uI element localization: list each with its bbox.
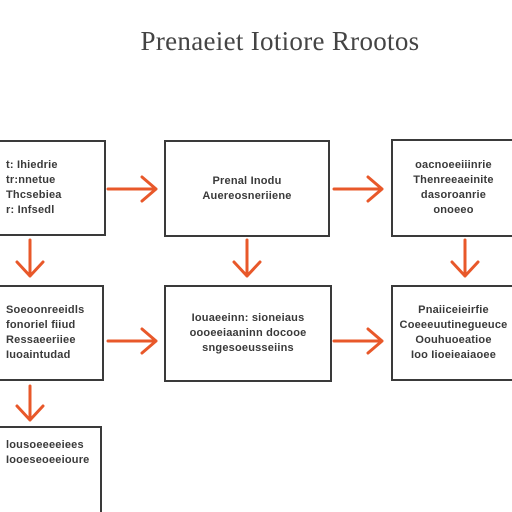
box-text-line: oooeeiaaninn docooe	[189, 327, 307, 339]
box-text-line: onoeeo	[433, 204, 474, 216]
box-text-line: lousoeeeeiees	[6, 439, 84, 451]
box-text-line: Iuoaintudad	[6, 349, 71, 361]
diagram-title: Prenaeiet Iotiore Rrootos	[140, 26, 420, 56]
process-box-2: Prenal Inodu Auereosneriiene	[164, 140, 330, 237]
box-text-line: Ressaeeriiee	[6, 334, 76, 346]
process-box-5: Iouaeeinn: sioneiaus oooeeiaaninn docooe…	[164, 285, 332, 382]
box-text-line: Oouhuoeatioe	[415, 334, 492, 346]
process-box-1: t: Ihiedrie tr:nnetue Thcsebiea r: Infse…	[0, 140, 106, 236]
box-text-line: sngesoeusseiins	[202, 342, 294, 354]
arrow-down-col3	[450, 238, 480, 278]
box-text-line: Iouaeeinn: sioneiaus	[191, 312, 305, 324]
box-text-line: t: Ihiedrie	[6, 159, 58, 171]
box-text-line: r: Infsedl	[6, 204, 55, 216]
box-text-line: oacnoeeiiinrie	[415, 159, 492, 171]
arrow-down-col2	[232, 238, 262, 278]
box-text-line: Soeoonreeidls	[6, 304, 85, 316]
box-text-line: Pnaiiceieirfie	[418, 304, 489, 316]
process-box-3: oacnoeeiiinrie Thenreeaeinite dasoroanri…	[391, 139, 512, 237]
arrow-down-col1-b	[15, 384, 45, 422]
process-box-6: Pnaiiceieirfie Coeeeuutinegueuce Oouhuoe…	[391, 285, 512, 381]
process-box-4: Soeoonreeidls fonoriel fiiud Ressaeeriie…	[0, 285, 104, 381]
box-text-line: Prenal Inodu	[212, 174, 282, 187]
arrow-right-row1-b	[332, 175, 384, 203]
box-text-line: Ioo Iioeieaiaoee	[410, 349, 497, 361]
box-text-line: Thcsebiea	[6, 189, 62, 201]
box-text-line: Iooeseoeeioure	[6, 454, 90, 466]
arrow-right-row1-a	[106, 175, 158, 203]
box-text-line: tr:nnetue	[6, 174, 56, 186]
box-text-line: Coeeeuutinegueuce	[399, 319, 508, 331]
arrow-right-row2-a	[106, 327, 158, 355]
process-box-7: lousoeeeeiees Iooeseoeeioure	[0, 426, 102, 512]
box-text-line: fonoriel fiiud	[6, 319, 76, 331]
box-text-line: Thenreeaeinite	[413, 174, 494, 186]
arrow-right-row2-b	[332, 327, 384, 355]
arrow-down-col1-a	[15, 238, 45, 278]
box-text-line: dasoroanrie	[420, 189, 487, 201]
box-text-line: Auereosneriiene	[202, 189, 292, 202]
